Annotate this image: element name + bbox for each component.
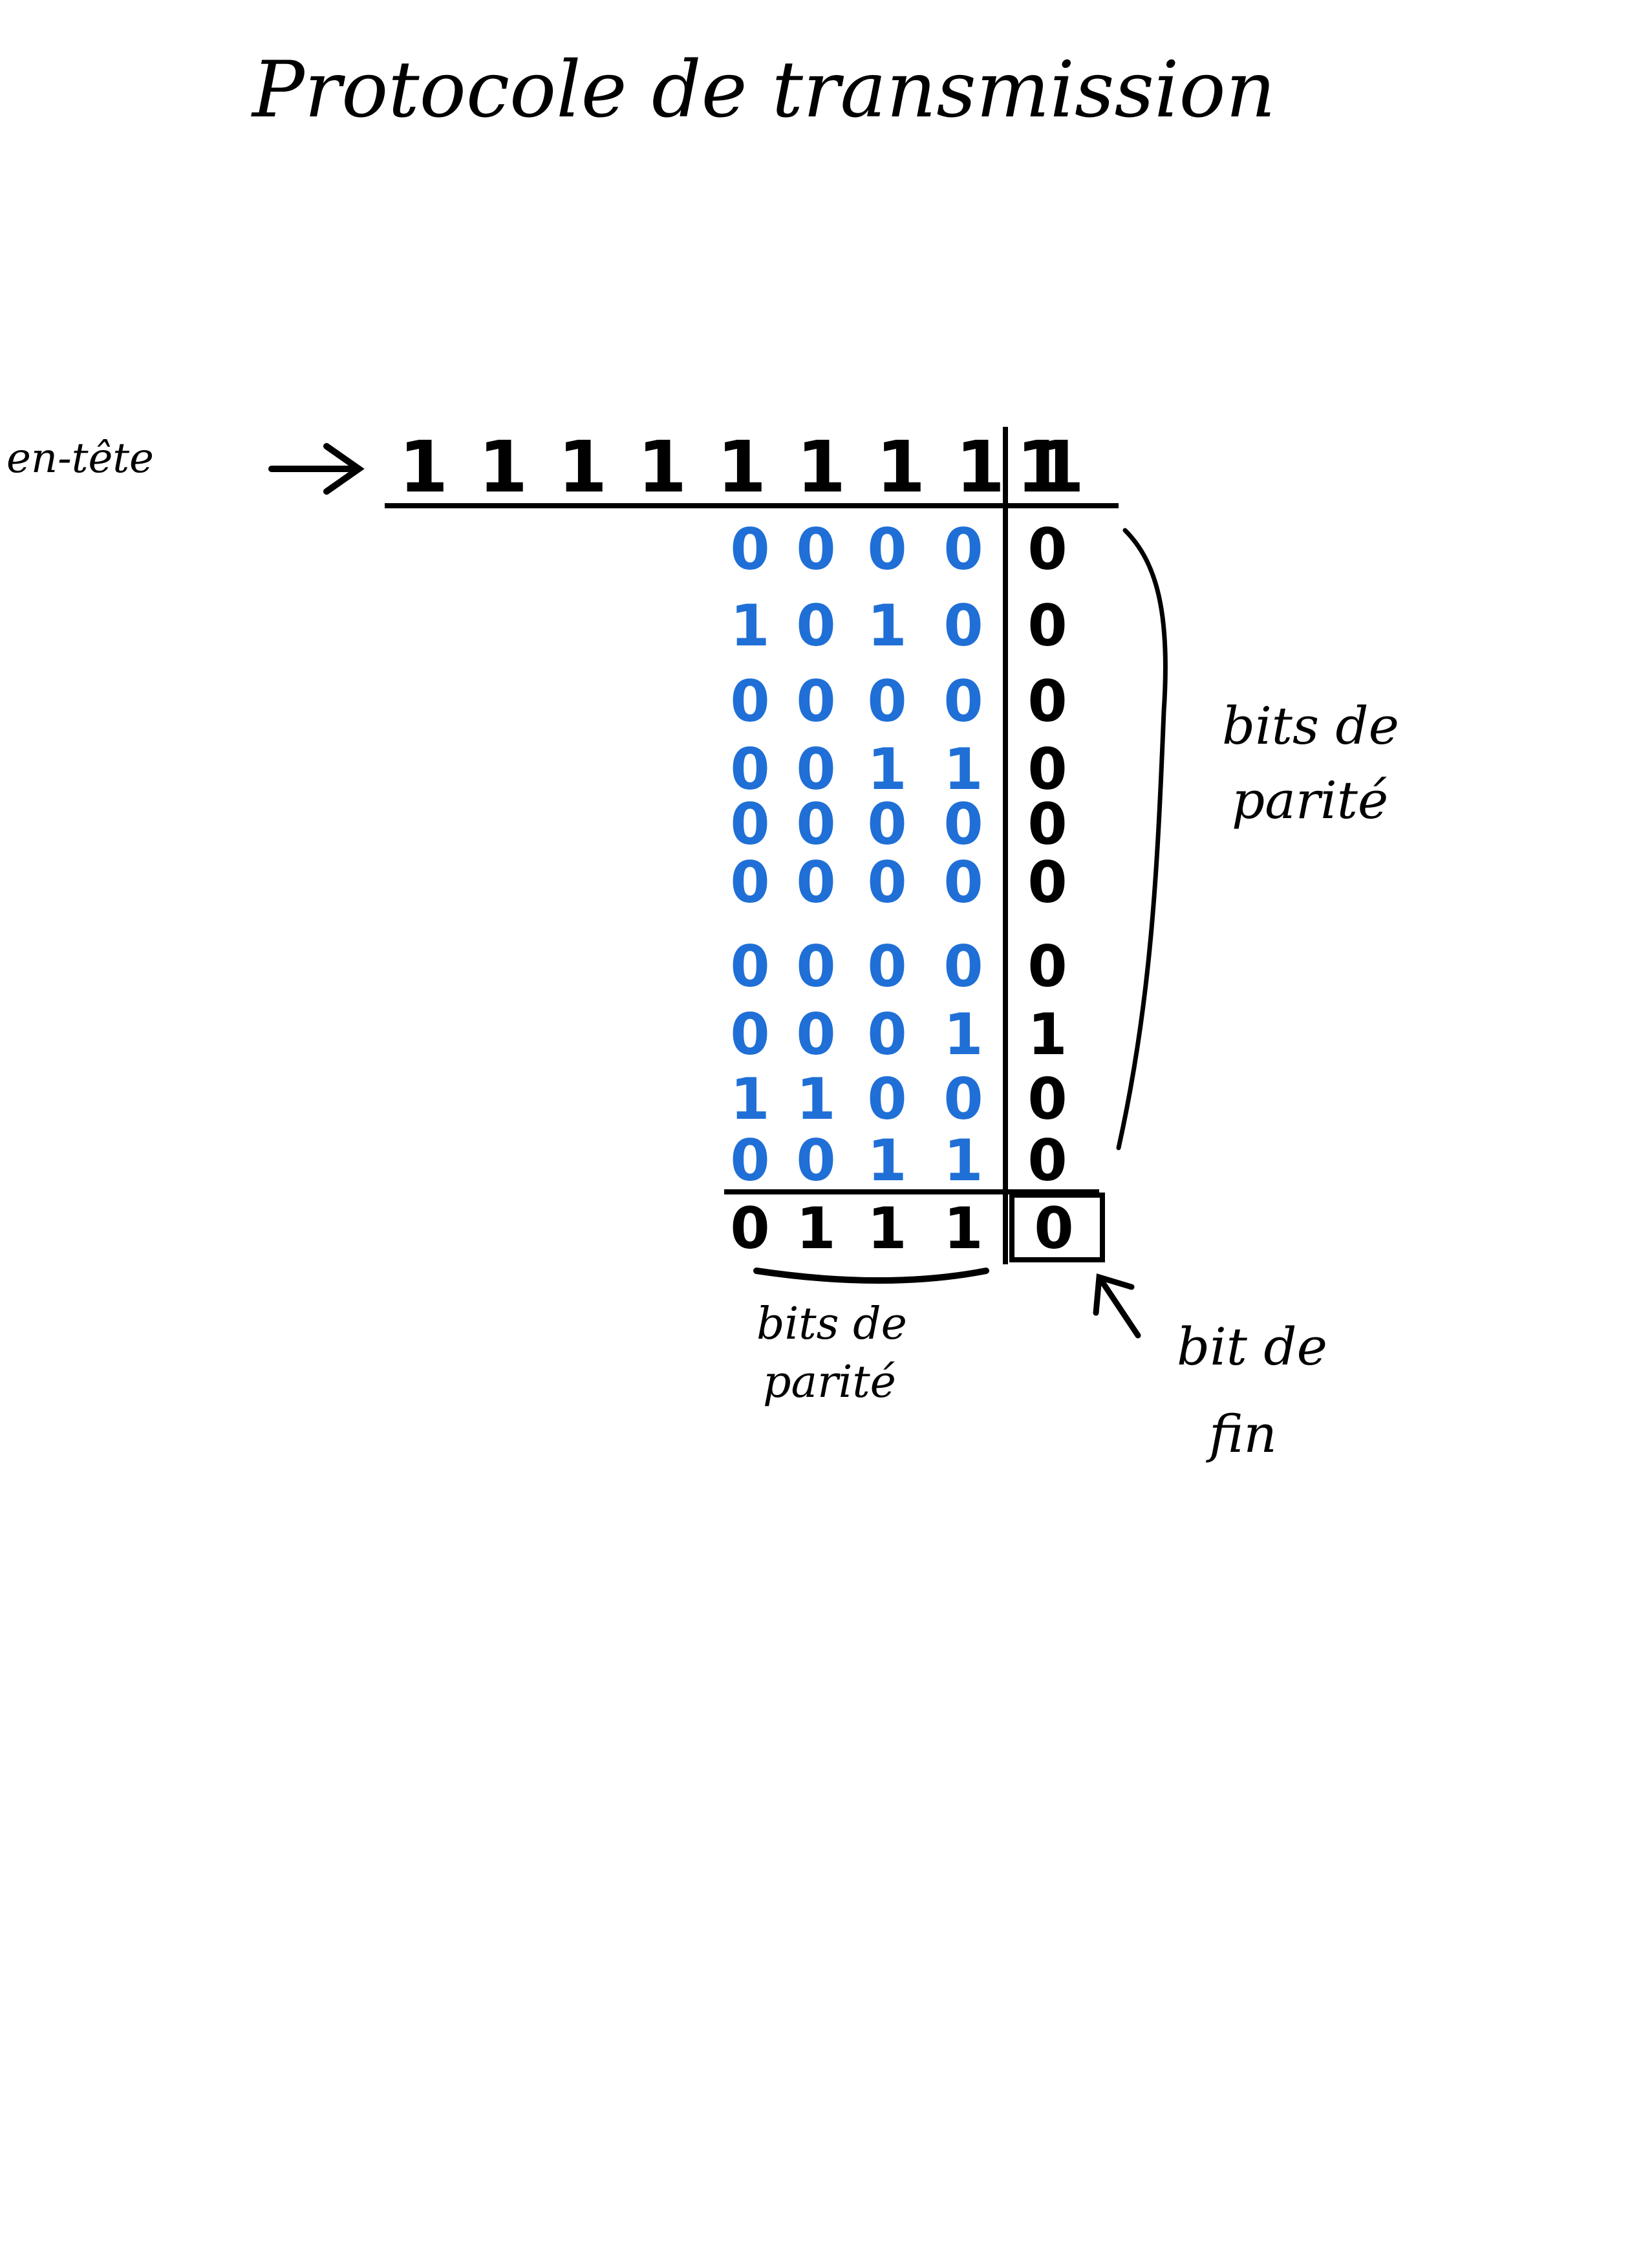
- data-bit: 0: [730, 736, 769, 803]
- data-bit: 1: [867, 1127, 906, 1194]
- data-bit: 0: [943, 592, 983, 659]
- data-bit: 0: [943, 1066, 983, 1132]
- data-bit: 0: [867, 668, 906, 735]
- header-bit: 1: [638, 426, 687, 508]
- data-bit: 0: [796, 516, 835, 583]
- column-parity-bit: 0: [730, 1195, 769, 1262]
- right-brace-icon: [1116, 528, 1168, 1150]
- data-bit: 0: [943, 933, 983, 1000]
- parity-bottom-label-line1: bits de: [756, 1299, 907, 1350]
- row-parity-bit: 0: [1027, 736, 1067, 803]
- data-bit: 0: [796, 933, 835, 1000]
- data-bit: 1: [730, 1066, 769, 1132]
- end-bit-box: [1009, 1193, 1105, 1262]
- data-bit: 0: [796, 1001, 835, 1068]
- end-bit-arrow-icon: [1093, 1273, 1141, 1339]
- data-bit: 1: [796, 1066, 835, 1132]
- row-parity-bit: 0: [1027, 1066, 1067, 1132]
- data-bit: 0: [730, 791, 769, 858]
- parity-right-label-line2: parité: [1232, 770, 1388, 830]
- data-bit: 0: [943, 668, 983, 735]
- data-bit: 0: [730, 933, 769, 1000]
- header-bit: 1: [558, 426, 608, 508]
- row-parity-bit: 0: [1027, 592, 1067, 659]
- data-bit: 1: [943, 736, 983, 803]
- data-bit: 0: [796, 791, 835, 858]
- data-bit: 0: [943, 516, 983, 583]
- data-bit: 0: [943, 849, 983, 916]
- data-bit: 1: [867, 592, 906, 659]
- row-parity-bit: 0: [1027, 791, 1067, 858]
- parity-bottom-label-line2: parité: [763, 1357, 896, 1408]
- column-parity-bit: 1: [867, 1195, 906, 1262]
- data-bit: 0: [730, 1001, 769, 1068]
- row-parity-bit: 0: [1027, 1127, 1067, 1194]
- header-extra-bit: 1: [1016, 426, 1066, 508]
- data-bit: 0: [796, 668, 835, 735]
- data-bit: 0: [730, 849, 769, 916]
- end-bit-label-line1: bit de: [1177, 1317, 1327, 1377]
- row-parity-bit: 0: [1027, 933, 1067, 1000]
- parity-right-label-line1: bits de: [1222, 696, 1399, 756]
- end-bit: 0: [1034, 1195, 1073, 1262]
- page-title: Protocole de transmission: [251, 45, 1276, 135]
- data-bit: 1: [730, 592, 769, 659]
- data-bit: 0: [867, 1001, 906, 1068]
- data-bit: 0: [796, 849, 835, 916]
- row-parity-bit: 0: [1027, 668, 1067, 735]
- row-parity-bit: 0: [1027, 516, 1067, 583]
- bottom-parity-underline: [753, 1268, 989, 1284]
- data-bit: 1: [867, 736, 906, 803]
- header-label: en-tête: [6, 435, 154, 482]
- header-bit: 1: [478, 426, 528, 508]
- header-bit: 1: [797, 426, 846, 508]
- data-bit: 0: [943, 791, 983, 858]
- header-bit: 1: [1035, 426, 1085, 508]
- data-bit: 0: [867, 516, 906, 583]
- header-arrow-icon: [268, 443, 365, 495]
- data-bit: 0: [867, 1066, 906, 1132]
- data-bit: 1: [943, 1127, 983, 1194]
- data-bit: 0: [730, 1127, 769, 1194]
- column-parity-bit: 1: [943, 1195, 983, 1262]
- data-bit: 0: [730, 516, 769, 583]
- data-bit: 0: [796, 592, 835, 659]
- column-parity-bit: 1: [796, 1195, 835, 1262]
- data-bit: 0: [867, 849, 906, 916]
- header-bit: 1: [717, 426, 767, 508]
- data-bit: 0: [867, 933, 906, 1000]
- header-bit: 1: [956, 426, 1005, 508]
- data-bit: 0: [796, 736, 835, 803]
- data-bit: 0: [796, 1127, 835, 1194]
- data-bit: 0: [867, 791, 906, 858]
- end-bit-label-line2: fin: [1206, 1404, 1277, 1464]
- header-bit: 1: [399, 426, 449, 508]
- header-bit: 1: [876, 426, 926, 508]
- data-bit: 0: [730, 668, 769, 735]
- row-parity-bit: 0: [1027, 849, 1067, 916]
- row-parity-bit: 1: [1027, 1001, 1067, 1068]
- data-bit: 1: [943, 1001, 983, 1068]
